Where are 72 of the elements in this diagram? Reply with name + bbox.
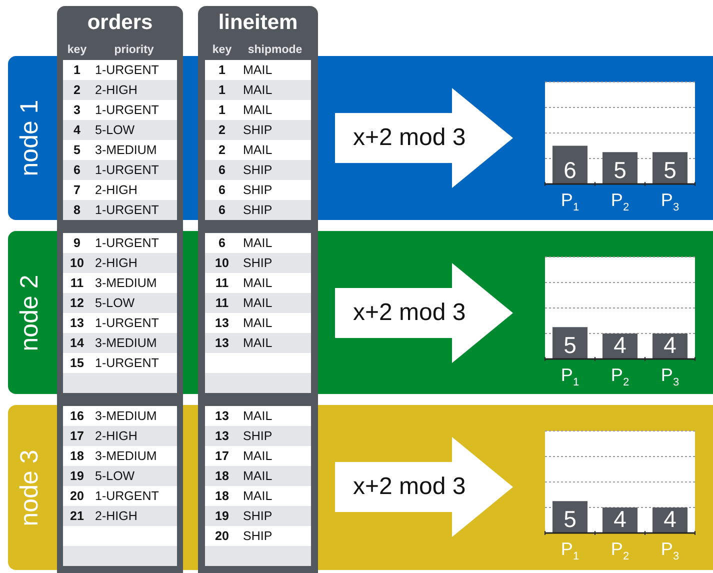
arrow-label: x+2 mod 3 [353, 299, 466, 327]
column-header: key [211, 43, 233, 57]
table-cell: SHIP [239, 426, 311, 446]
category-label: P$_{3}$ [660, 190, 680, 216]
table-cell: 2 [63, 80, 91, 100]
value-label: 5 [664, 157, 676, 183]
table-cell: SHIP [239, 506, 311, 526]
table-cell: SHIP [239, 253, 311, 273]
table-cell: 10 [63, 253, 91, 273]
category-label: P$_{3}$ [660, 539, 680, 565]
table-cell: 1-URGENT [91, 200, 177, 220]
table-cell: SHIP [239, 120, 311, 140]
arrow-label: x+2 mod 3 [353, 473, 466, 501]
value-label: 4 [614, 332, 626, 358]
table-cell: 19 [63, 466, 91, 486]
table-cell: MAIL [239, 466, 311, 486]
band-label: node 2 [18, 274, 42, 351]
table-cell: 21 [63, 506, 91, 526]
arrow-label: x+2 mod 3 [353, 124, 466, 152]
value-label: 4 [664, 506, 676, 532]
table-cell: 11 [205, 293, 239, 313]
band-label: node 1 [18, 100, 42, 176]
table-cell: 6 [205, 200, 239, 220]
table-cell: 12 [63, 293, 91, 313]
table-cell: 3-MEDIUM [91, 333, 177, 353]
table-cell: 18 [205, 466, 239, 486]
band-label: node 3 [18, 449, 42, 526]
category-label: P$_{1}$ [560, 365, 580, 391]
table-cell: 14 [63, 333, 91, 353]
value-label: 5 [614, 157, 626, 183]
table-cell: 6 [63, 160, 91, 180]
table-cell: 10 [205, 253, 239, 273]
table-cell: 5-LOW [91, 466, 177, 486]
table-cell: 13 [205, 333, 239, 353]
column-header: priority [113, 43, 155, 57]
table-cell: 17 [63, 426, 91, 446]
category-label: P$_{2}$ [610, 539, 630, 565]
table-cell: SHIP [239, 200, 311, 220]
table-section [205, 233, 311, 393]
table-cell: 2-HIGH [91, 80, 177, 100]
table-cell: MAIL [239, 333, 311, 353]
table-cell: 4 [63, 120, 91, 140]
category-label: P$_{1}$ [560, 190, 580, 216]
table-cell: 2-HIGH [91, 426, 177, 446]
value-label: 5 [564, 332, 576, 358]
column-header: shipmode [246, 43, 304, 57]
table-cell: MAIL [239, 293, 311, 313]
table-cell: SHIP [239, 160, 311, 180]
table-cell: 2-HIGH [91, 253, 177, 273]
table-cell: 19 [205, 506, 239, 526]
table-cell: MAIL [239, 80, 311, 100]
table-cell: 8 [63, 200, 91, 220]
table-title: orders [86, 10, 154, 36]
column-header: key [66, 43, 88, 57]
table-cell: 13 [205, 426, 239, 446]
table-cell: 1-URGENT [91, 160, 177, 180]
table-cell: 1 [205, 80, 239, 100]
table-section [63, 406, 177, 566]
category-label: P$_{1}$ [560, 539, 580, 565]
table-cell: 2 [205, 120, 239, 140]
table-cell: 6 [205, 160, 239, 180]
table-cell: 5-LOW [91, 293, 177, 313]
category-label: P$_{3}$ [660, 365, 680, 391]
table-cell: 5-LOW [91, 120, 177, 140]
value-label: 5 [564, 506, 576, 532]
table-title: lineitem [217, 10, 299, 36]
value-label: 4 [664, 332, 676, 358]
value-label: 6 [564, 157, 576, 183]
category-label: P$_{2}$ [610, 365, 630, 391]
value-label: 4 [614, 506, 626, 532]
table-cell: 2-HIGH [91, 506, 177, 526]
category-label: P$_{2}$ [610, 190, 630, 216]
